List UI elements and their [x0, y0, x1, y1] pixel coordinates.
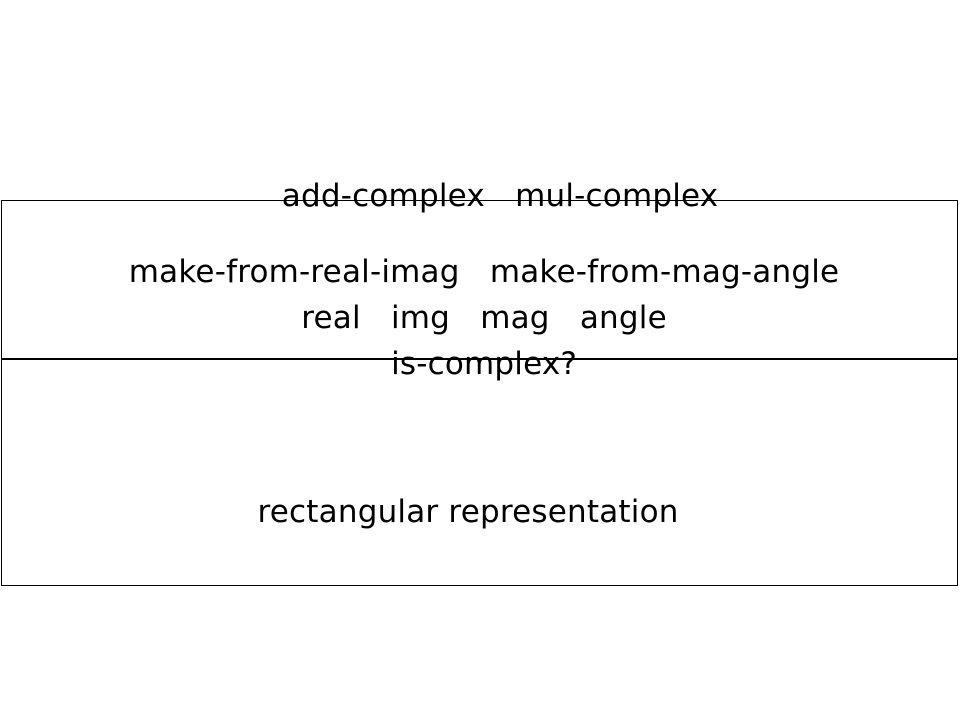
interface-layer-box [1, 200, 958, 360]
op-add-complex: add-complex [281, 178, 485, 214]
top-operations-row: add-complex mul-complex [10, 136, 960, 216]
predicate-is-complex: is-complex? [391, 346, 578, 382]
selector-img: img [390, 300, 451, 336]
selectors-row: real img mag angle [0, 258, 954, 338]
constructor-make-from-real-imag: make-from-real-imag [128, 254, 460, 290]
representation-layer-box [1, 358, 958, 586]
representation-label-text: rectangular representation [257, 494, 679, 530]
op-mul-complex: mul-complex [515, 178, 719, 214]
predicate-row: is-complex? [0, 304, 954, 384]
representation-label: rectangular representation [0, 452, 938, 532]
selector-angle: angle [579, 300, 667, 336]
selector-mag: mag [480, 300, 550, 336]
constructors-row: make-from-real-imag make-from-mag-angle [0, 212, 954, 292]
selector-real: real [301, 300, 361, 336]
constructor-make-from-mag-angle: make-from-mag-angle [489, 254, 840, 290]
